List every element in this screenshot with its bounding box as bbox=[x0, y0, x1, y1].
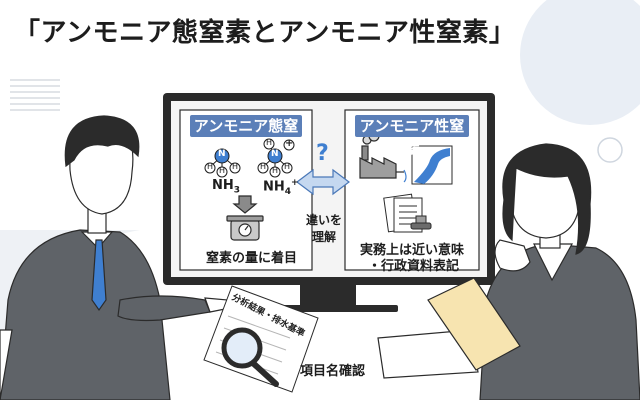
left-panel-caption: 窒素の量に着目 bbox=[206, 251, 298, 266]
atom-label-h: H bbox=[219, 166, 226, 175]
businesswoman-illustration bbox=[479, 143, 640, 400]
understand-difference-label: 違いを 理解 bbox=[305, 213, 342, 244]
page-title: 「アンモニア態窒素とアンモニア性窒素」 bbox=[14, 18, 516, 48]
atom-label-n: N bbox=[271, 149, 279, 159]
left-panel-heading: アンモニア態窒素 bbox=[190, 115, 302, 157]
scale-icon bbox=[226, 195, 264, 241]
businessman-illustration bbox=[0, 115, 231, 400]
ion-charge-label: + bbox=[285, 138, 294, 149]
atom-label-h: H bbox=[207, 162, 214, 171]
atom-label-n: N bbox=[218, 149, 226, 159]
item-name-check-label: 項目名確認 bbox=[300, 364, 366, 379]
magnifier-icon bbox=[221, 327, 279, 387]
ammonia-molecule-icon bbox=[204, 148, 241, 178]
ammonium-ion-icon bbox=[257, 138, 295, 178]
double-arrow-icon bbox=[296, 168, 350, 196]
atom-label-h: H bbox=[232, 162, 239, 171]
atom-label-h: H bbox=[266, 138, 273, 147]
question-mark: ? bbox=[316, 141, 329, 166]
river-icon bbox=[411, 145, 453, 185]
atom-label-h: H bbox=[272, 166, 279, 175]
atom-label-h: H bbox=[284, 162, 291, 171]
formula-nh4: NH4+ bbox=[263, 178, 299, 197]
right-panel-caption-line-2: ・行政資料表記 bbox=[368, 259, 460, 274]
formula-nh3: NH3 bbox=[212, 178, 241, 196]
atom-label-h: H bbox=[260, 162, 267, 171]
yellow-folder bbox=[377, 277, 521, 379]
right-panel-caption-line-1: 実務上は近い意味 bbox=[360, 243, 465, 258]
right-panel-heading: アンモニア性窒素 bbox=[355, 115, 469, 157]
documents-stamp-icon bbox=[383, 193, 432, 233]
